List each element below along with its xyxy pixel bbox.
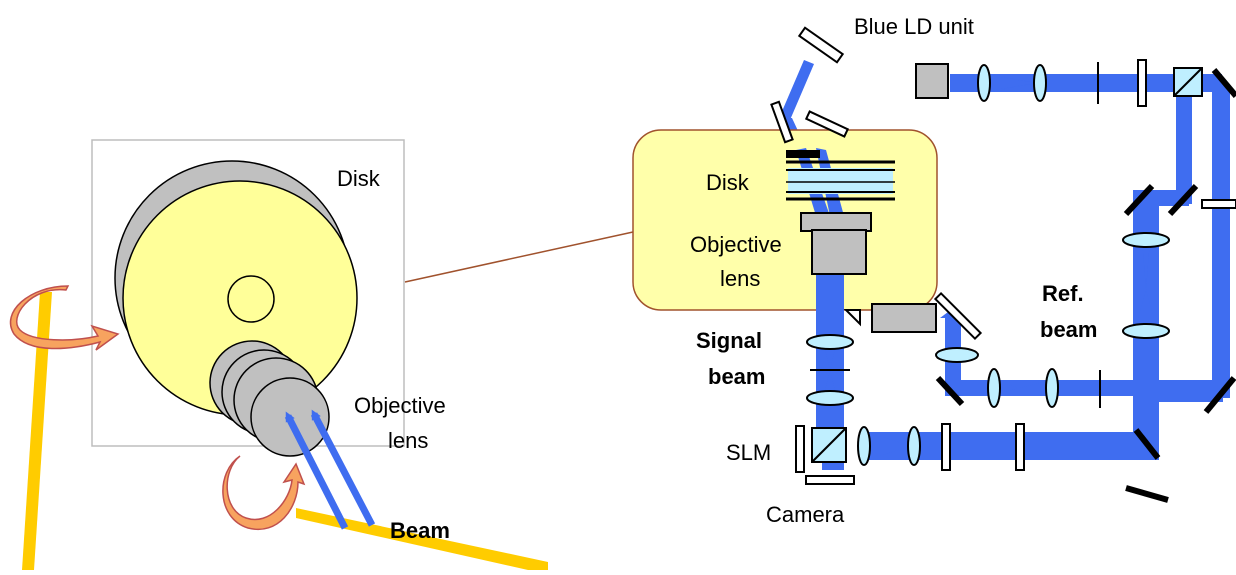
label-objective-left-2: lens <box>388 428 428 453</box>
left-disk-view: Disk Objective lens Beam <box>9 139 548 570</box>
ld-mirror-top <box>797 26 845 64</box>
ld-mirror-right <box>804 110 850 138</box>
label-signal-beam-1: Signal <box>696 328 762 353</box>
lens-ref-2 <box>1122 323 1170 339</box>
label-ref-beam-1: Ref. <box>1042 281 1084 306</box>
ld-mirror-left <box>770 100 794 144</box>
label-objective-inset-1: Objective <box>690 232 782 257</box>
inset-objective-top <box>800 212 872 232</box>
lens-mid-3 <box>1045 368 1059 408</box>
label-objective-left-1: Objective <box>354 393 446 418</box>
mirror-mid-low <box>935 375 965 407</box>
mirror-bottom-2 <box>1125 485 1169 503</box>
optical-setup: Blue LD unit Disk Objective lens Signal … <box>632 14 1236 527</box>
inset-box <box>632 129 938 311</box>
mid-laser-box <box>871 303 937 333</box>
lens-mid-1 <box>935 347 979 363</box>
mirror-ref-left <box>1123 183 1155 217</box>
waveplate-top <box>1137 59 1147 107</box>
waveplate-bottom-1 <box>941 423 951 471</box>
inset-objective-body <box>811 229 867 275</box>
mid-mirror <box>933 291 983 341</box>
mirror-top-right <box>1211 68 1236 98</box>
lens-top-1 <box>977 64 991 102</box>
lens-bottom-2 <box>907 426 921 466</box>
waveplate-bottom-2 <box>1015 423 1025 471</box>
lens-ref-1 <box>1122 232 1170 248</box>
disk-hole <box>227 275 275 323</box>
rotation-arrow-left <box>9 285 120 351</box>
waveplate-right <box>1201 199 1236 209</box>
mirror-bottom-1 <box>1133 428 1161 460</box>
lens-signal-2 <box>806 390 854 406</box>
label-objective-inset-2: lens <box>720 266 760 291</box>
label-signal-beam-2: beam <box>708 364 765 389</box>
label-blue-ld-unit: Blue LD unit <box>854 14 974 39</box>
beam-arrow-2 <box>310 409 376 527</box>
mid-prism <box>843 309 861 327</box>
lens-bottom-1 <box>857 426 871 466</box>
label-ref-beam-2: beam <box>1040 317 1097 342</box>
lens-mid-2 <box>987 368 1001 408</box>
yellow-rail-bottom <box>296 508 548 570</box>
slm-plate <box>795 425 805 473</box>
label-disk-left: Disk <box>337 166 381 191</box>
beam-arrow-1 <box>284 411 349 530</box>
camera-plate <box>805 475 855 485</box>
inset-disk-layers <box>786 150 895 201</box>
lens-top-2 <box>1033 64 1047 102</box>
label-slm: SLM <box>726 440 771 465</box>
label-beam: Beam <box>390 518 450 543</box>
ld-source-box <box>915 63 949 99</box>
mirror-ref-right <box>1167 183 1199 217</box>
zoom-connector <box>404 231 634 283</box>
label-disk-inset: Disk <box>706 170 750 195</box>
rotation-arrow-bottom <box>222 455 306 531</box>
label-camera: Camera <box>766 502 845 527</box>
yellow-rail-left <box>22 292 52 570</box>
mirror-bottom-right <box>1203 376 1236 414</box>
lens-signal-1 <box>806 334 854 350</box>
